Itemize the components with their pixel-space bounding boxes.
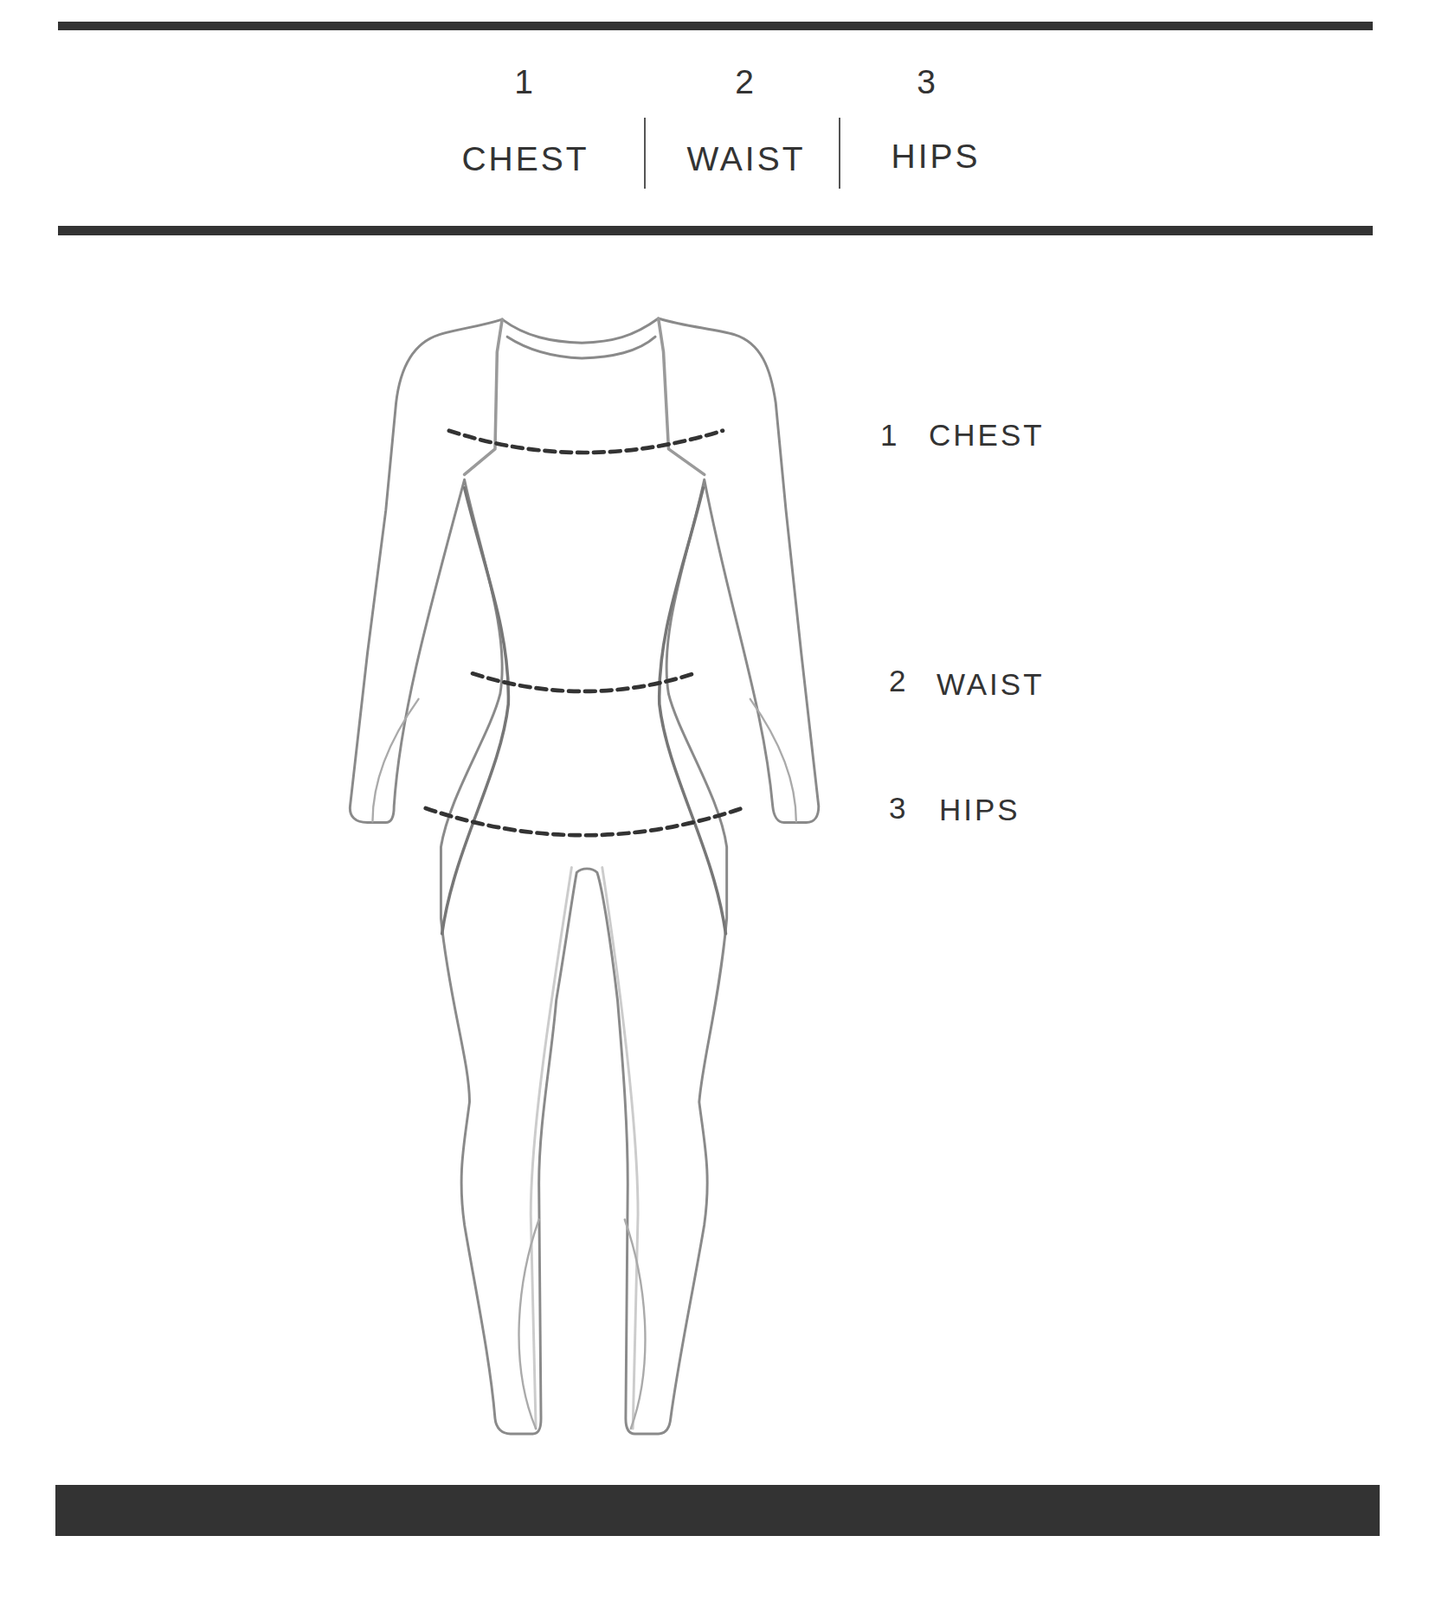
sleeve-panel [372, 699, 419, 823]
measure-label: WAIST [936, 669, 1045, 700]
hips-measure-line [425, 808, 743, 836]
rule-line [57, 225, 1373, 236]
measure-label: HIPS [939, 794, 1021, 825]
body-figure [349, 318, 818, 1435]
chest-measure-line [449, 431, 723, 453]
rule-line [57, 21, 1373, 31]
leg-seam [530, 867, 572, 1429]
panel-seam [442, 488, 509, 934]
callout-number: 1 [880, 419, 897, 451]
callout-number: 2 [734, 64, 754, 99]
column-heading: WAIST [686, 141, 805, 176]
separator [643, 117, 646, 189]
separator [838, 117, 841, 189]
leg-seam [602, 867, 638, 1429]
callout-number: 2 [888, 665, 906, 696]
princess-seam [464, 319, 503, 475]
body-outline [349, 318, 818, 1435]
column-heading: HIPS [890, 139, 980, 174]
footer-bar [55, 1485, 1380, 1537]
calf-panel [519, 1219, 540, 1429]
callout-number: 3 [888, 792, 906, 824]
callout-number: 3 [916, 64, 936, 99]
column-heading: CHEST [461, 141, 589, 176]
waist-measure-line [472, 673, 695, 692]
callout-number: 1 [514, 64, 534, 99]
measure-label: CHEST [928, 419, 1045, 451]
panel-seam [659, 488, 727, 934]
princess-seam [658, 318, 705, 475]
neckline [507, 336, 656, 359]
calf-panel [624, 1219, 646, 1429]
sleeve-panel [750, 699, 797, 823]
